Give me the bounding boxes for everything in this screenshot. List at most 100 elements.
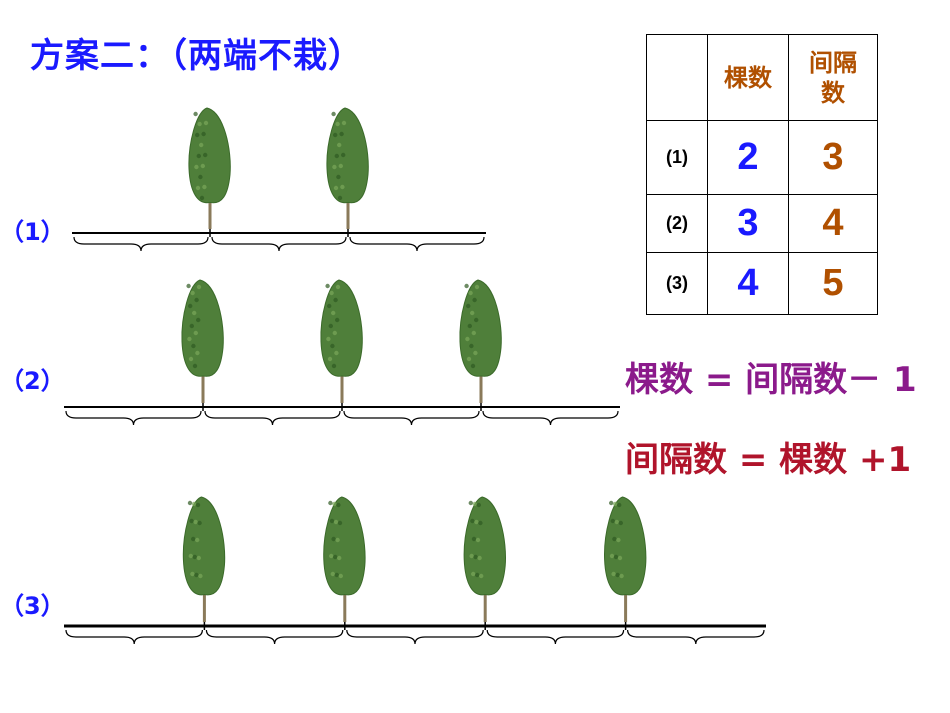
foliage-texture (196, 318, 200, 322)
foliage-texture (188, 304, 192, 308)
foliage-texture (332, 502, 336, 506)
foliage-texture (330, 344, 334, 348)
foliage-texture (473, 502, 477, 506)
foliage-texture (204, 121, 208, 125)
tree-icon (324, 497, 365, 622)
foliage-texture (470, 519, 474, 523)
foliage-texture (190, 291, 194, 295)
table-header-intervals: 间隔 数 (789, 35, 878, 121)
foliage-texture (196, 186, 200, 190)
foliage-texture (193, 555, 197, 559)
tree-foliage (183, 497, 224, 595)
foliage-texture (197, 556, 201, 560)
table-cell-trees: 2 (708, 121, 789, 195)
foliage-texture (194, 165, 198, 169)
formula-intervals: 间隔数 = 棵数 +1 (625, 432, 911, 481)
foliage-texture (617, 503, 621, 507)
interval-brace (487, 630, 623, 644)
foliage-texture (196, 503, 200, 507)
foliage-texture (619, 574, 623, 578)
interval-brace (350, 237, 484, 251)
foliage-texture (331, 537, 335, 541)
interval-brace (212, 237, 346, 251)
tree-foliage (460, 280, 501, 376)
foliage-texture (478, 521, 482, 525)
foliage-texture (199, 143, 203, 147)
tree-foliage (605, 497, 646, 595)
header-intervals-line2: 数 (789, 78, 877, 108)
foliage-texture (473, 351, 477, 355)
foliage-texture (613, 502, 617, 506)
foliage-texture (336, 503, 340, 507)
foliage-texture (332, 364, 336, 368)
foliage-texture (335, 573, 339, 577)
foliage-texture (197, 285, 201, 289)
foliage-texture (189, 519, 193, 523)
tree-foliage (464, 497, 505, 595)
foliage-texture (479, 574, 483, 578)
foliage-texture (336, 175, 340, 179)
foliage-texture (333, 298, 337, 302)
foliage-texture (329, 291, 333, 295)
foliage-texture (202, 185, 206, 189)
foliage-texture (193, 112, 197, 116)
foliage-texture (335, 122, 339, 126)
foliage-texture (190, 324, 194, 328)
foliage-texture (329, 324, 333, 328)
foliage-texture (328, 357, 332, 361)
foliage-texture (336, 285, 340, 289)
table-cell-intervals: 4 (789, 195, 878, 253)
foliage-texture (201, 164, 205, 168)
tree-foliage (321, 280, 362, 376)
foliage-texture (187, 337, 191, 341)
interval-brace (74, 237, 208, 251)
foliage-texture (471, 364, 475, 368)
foliage-texture (334, 520, 338, 524)
foliage-texture (334, 351, 338, 355)
foliage-texture (471, 572, 475, 576)
header-trees-text: 棵数 (724, 63, 772, 92)
foliage-texture (190, 572, 194, 576)
foliage-texture (189, 554, 193, 558)
foliage-texture (468, 291, 472, 295)
table-cell-intervals: 3 (789, 121, 878, 195)
foliage-texture (335, 318, 339, 322)
foliage-texture (195, 538, 199, 542)
foliage-texture (189, 357, 193, 361)
interval-brace (628, 630, 764, 644)
foliage-texture (197, 122, 201, 126)
table-corner-cell (647, 35, 708, 121)
header-intervals-line1: 间隔 (789, 48, 877, 78)
foliage-texture (335, 154, 339, 158)
tree-foliage (327, 108, 368, 203)
table-row: (1) 2 3 (647, 121, 878, 195)
foliage-texture (195, 133, 199, 137)
foliage-texture (610, 554, 614, 558)
interval-brace (205, 411, 340, 425)
table-cell-trees: 4 (708, 253, 789, 315)
foliage-texture (342, 121, 346, 125)
foliage-texture (611, 519, 615, 523)
foliage-texture (470, 311, 474, 315)
foliage-texture (198, 574, 202, 578)
foliage-texture (469, 554, 473, 558)
table-cell-intervals: 5 (789, 253, 878, 315)
foliage-texture (338, 196, 342, 200)
tree-icon (183, 497, 224, 622)
foliage-texture (331, 112, 335, 116)
interval-brace (347, 630, 483, 644)
foliage-texture (197, 154, 201, 158)
foliage-texture (325, 284, 329, 288)
foliage-texture (339, 574, 343, 578)
foliage-texture (468, 324, 472, 328)
foliage-texture (475, 573, 479, 577)
foliage-texture (472, 331, 476, 335)
foliage-texture (338, 521, 342, 525)
tree-icon (460, 280, 501, 403)
foliage-texture (329, 554, 333, 558)
foliage-texture (191, 537, 195, 541)
foliage-texture (619, 521, 623, 525)
foliage-texture (477, 503, 481, 507)
foliage-texture (195, 351, 199, 355)
foliage-texture (203, 153, 207, 157)
